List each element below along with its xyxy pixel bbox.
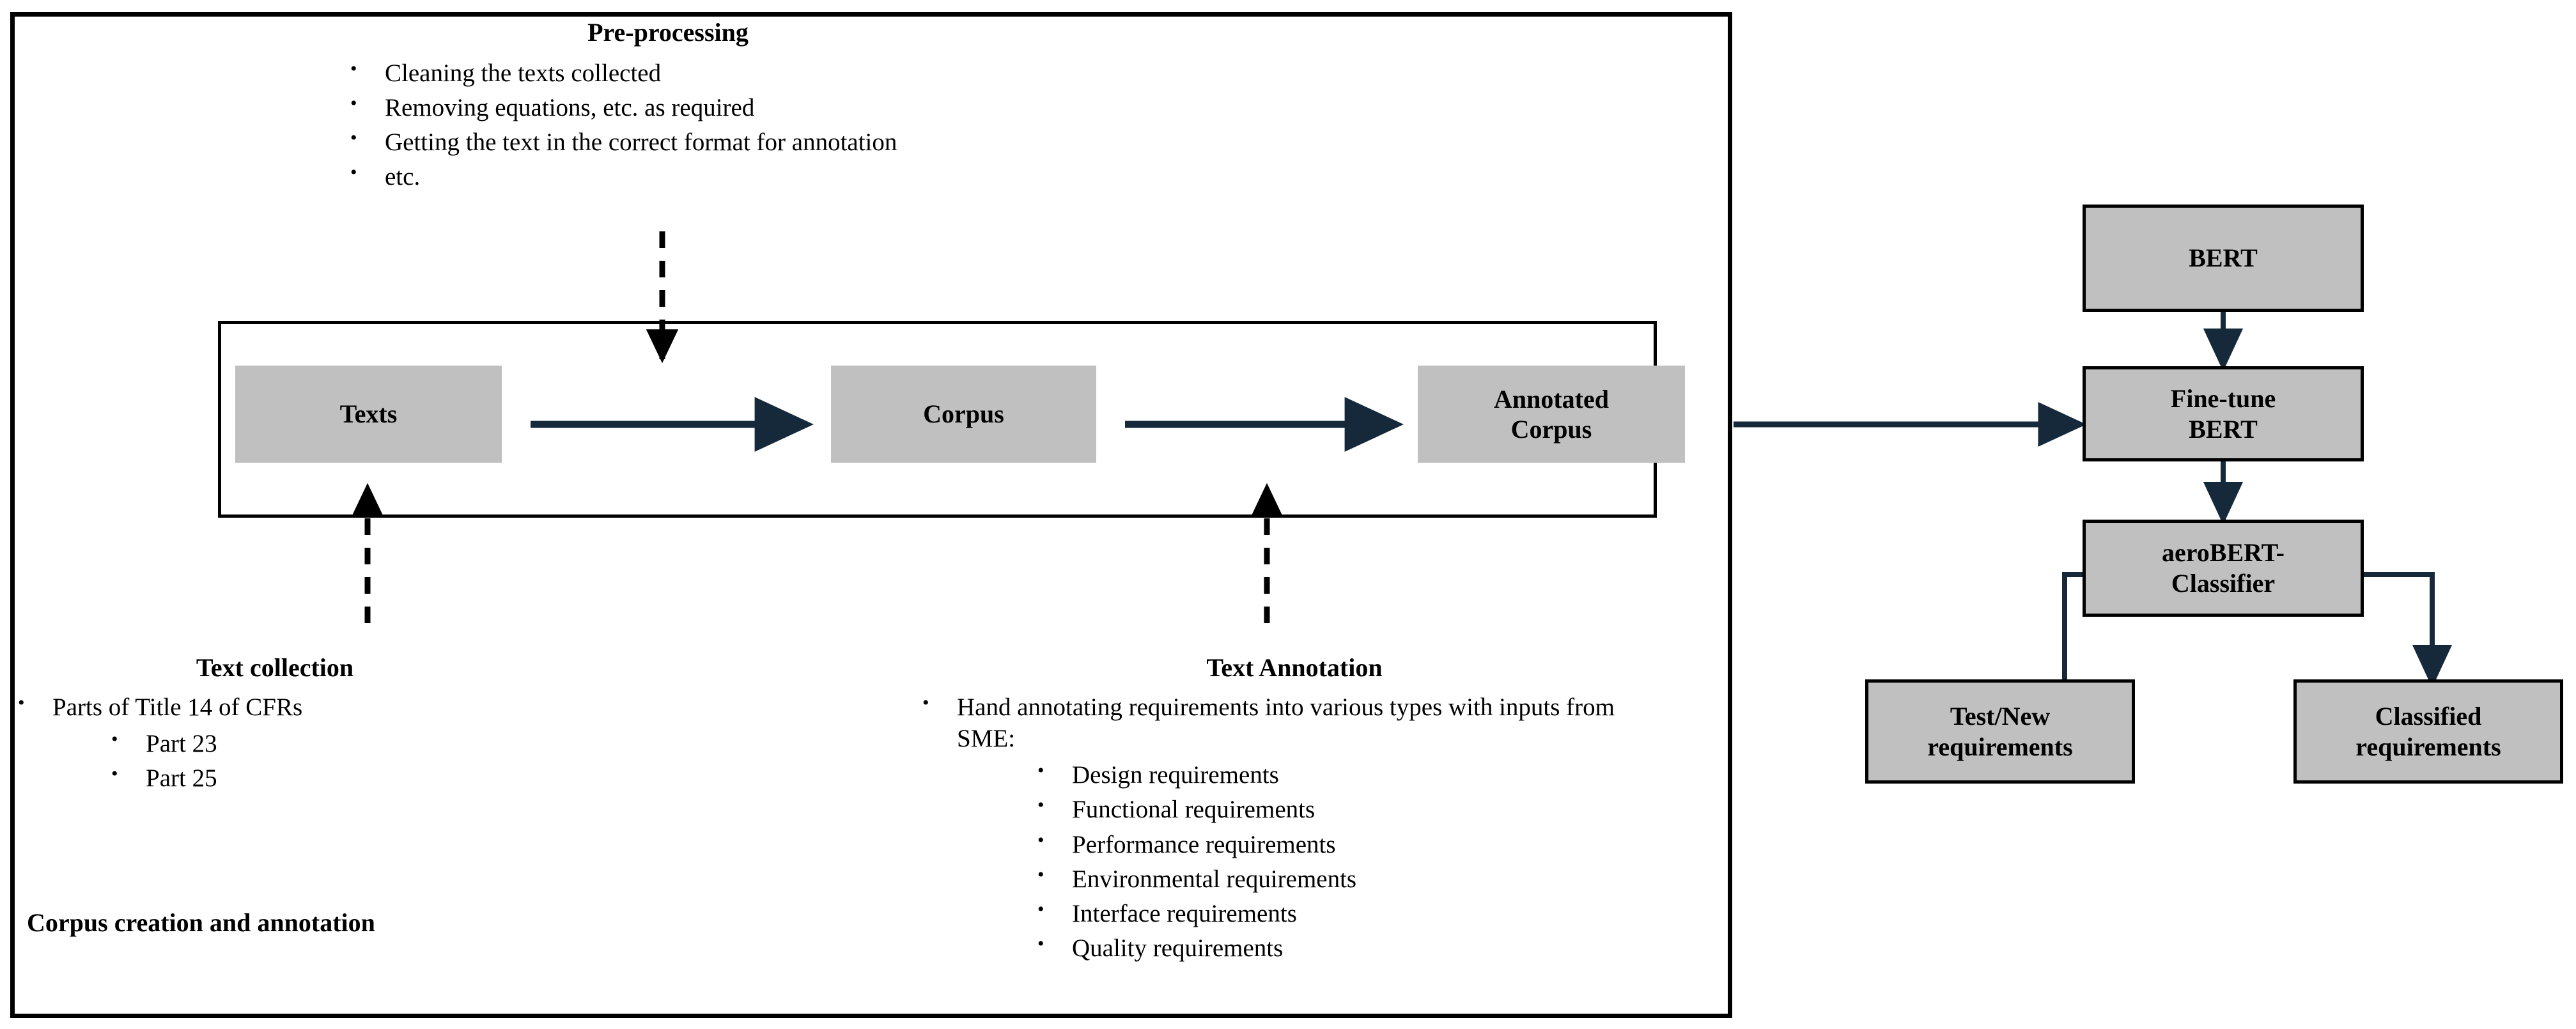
node-fine-tune-bert-label: Fine-tune BERT: [2170, 383, 2276, 444]
text-collection-block: Text collection Parts of Title 14 of CFR…: [13, 652, 537, 797]
node-test-new-requirements-label: Test/New requirements: [1927, 701, 2073, 761]
node-annotated-corpus[interactable]: Annotated Corpus: [1418, 366, 1685, 463]
list-item: Environmental requirements: [1032, 863, 1672, 895]
list-item: Parts of Title 14 of CFRs: [13, 691, 537, 723]
list-item: Design requirements: [1032, 759, 1672, 791]
preprocessing-block: Pre-processing Cleaning the texts collec…: [345, 17, 991, 196]
text-annotation-title: Text Annotation: [1206, 653, 1383, 682]
node-annotated-corpus-label: Annotated Corpus: [1493, 384, 1610, 444]
list-item: Removing equations, etc. as required: [345, 91, 991, 123]
node-classified-requirements-label: Classified requirements: [2355, 701, 2501, 761]
text-annotation-list: Hand annotating requirements into variou…: [917, 691, 1672, 754]
node-aerobert-classifier-label: aeroBERT- Classifier: [2162, 538, 2285, 598]
node-bert[interactable]: BERT: [2083, 205, 2364, 312]
node-classified-requirements[interactable]: Classified requirements: [2293, 679, 2563, 784]
list-item: Functional requirements: [1032, 793, 1672, 825]
node-bert-label: BERT: [2189, 244, 2258, 272]
preprocessing-title: Pre-processing: [587, 18, 749, 47]
list-item: Part 23: [106, 727, 537, 759]
list-item: etc.: [345, 160, 991, 192]
node-texts[interactable]: Texts: [235, 366, 502, 463]
text-collection-sublist: Part 23 Part 25: [13, 727, 537, 794]
node-test-new-requirements[interactable]: Test/New requirements: [1865, 679, 2135, 784]
corpus-creation-panel: [10, 12, 1732, 1018]
node-corpus[interactable]: Corpus: [831, 366, 1096, 463]
list-item: Part 25: [106, 762, 537, 794]
list-item: Cleaning the texts collected: [345, 57, 991, 89]
list-item: Quality requirements: [1032, 932, 1672, 964]
list-item: Hand annotating requirements into variou…: [917, 691, 1634, 754]
node-aerobert-classifier[interactable]: aeroBERT- Classifier: [2083, 520, 2364, 617]
list-item: Interface requirements: [1032, 897, 1672, 929]
text-collection-list: Parts of Title 14 of CFRs: [13, 691, 537, 723]
list-item: Performance requirements: [1032, 828, 1672, 860]
text-annotation-sublist: Design requirements Functional requireme…: [917, 759, 1672, 964]
text-annotation-block: Text Annotation Hand annotating requirem…: [917, 652, 1672, 967]
node-fine-tune-bert[interactable]: Fine-tune BERT: [2083, 366, 2364, 461]
list-item: Getting the text in the correct format f…: [345, 126, 947, 158]
node-texts-label: Texts: [339, 399, 398, 429]
panel-caption: Corpus creation and annotation: [27, 908, 375, 937]
node-corpus-label: Corpus: [923, 399, 1004, 429]
text-collection-title: Text collection: [196, 653, 354, 682]
preprocessing-list: Cleaning the texts collected Removing eq…: [345, 57, 991, 193]
